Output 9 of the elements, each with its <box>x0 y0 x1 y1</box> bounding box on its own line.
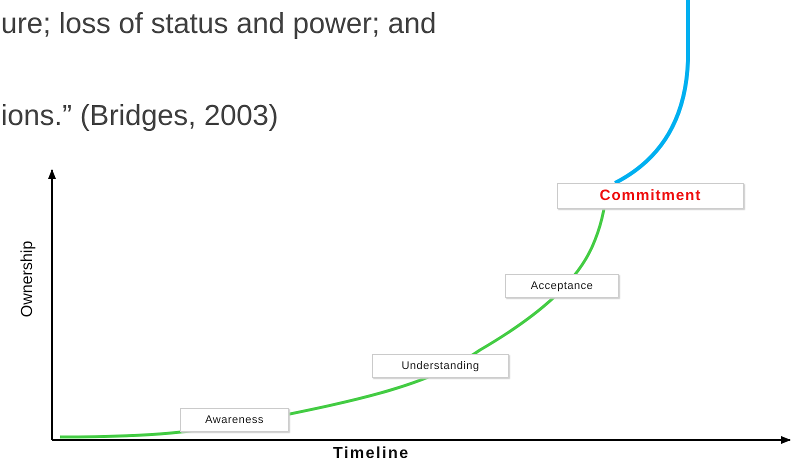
stage-label: Commitment <box>557 183 744 209</box>
connector-curve <box>614 0 690 185</box>
axis-title: Timeline <box>333 445 410 463</box>
axis-title: Ownership <box>19 240 38 318</box>
quote-text: ions.” (Bridges, 2003) <box>1 100 278 133</box>
stage-label: Understanding <box>372 354 509 378</box>
stage-label: Acceptance <box>505 274 619 298</box>
stage-label: Awareness <box>180 408 289 432</box>
quote-text: ure; loss of status and power; and <box>1 8 436 41</box>
